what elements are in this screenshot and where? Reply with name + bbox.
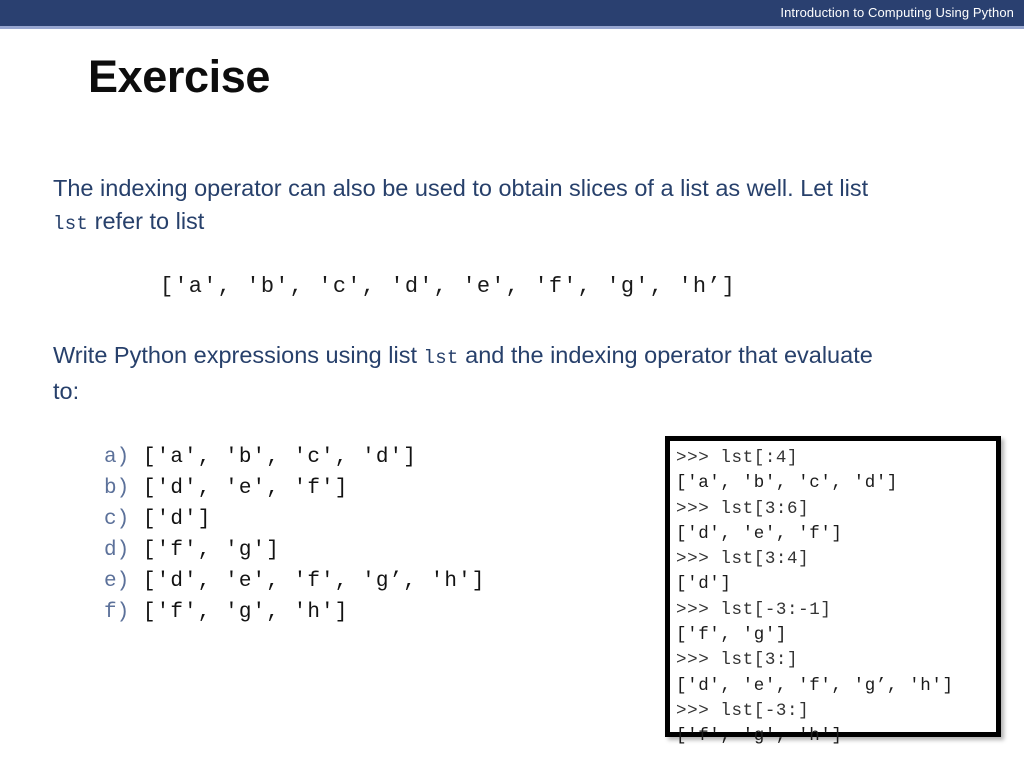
list-item-code: ['f', 'g', 'h'] <box>129 601 349 624</box>
list-item-code: ['a', 'b', 'c', 'd'] <box>129 446 417 469</box>
list-item-marker: f) <box>104 601 130 624</box>
intro-paragraph-text-2: refer to list <box>88 208 205 234</box>
list-literal-code: ['a', 'b', 'c', 'd', 'e', 'f', 'g', 'h’] <box>160 274 737 299</box>
console-input-line: >>> lst[3:] <box>676 650 799 671</box>
task-paragraph-text-1: Write Python expressions using list <box>53 342 424 368</box>
list-item: f) ['f', 'g', 'h'] <box>104 597 485 628</box>
python-console-box: >>> lst[:4] ['a', 'b', 'c', 'd'] >>> lst[3… <box>665 436 1001 746</box>
intro-paragraph-text-1: The indexing operator can also be used t… <box>53 175 869 201</box>
console-result-line: ['a', 'b', 'c', 'd'] <box>676 473 899 494</box>
list-item: c) ['d'] <box>104 504 485 535</box>
page-title: Exercise <box>88 51 270 102</box>
console-result-line: ['d', 'e', 'f'] <box>676 523 843 544</box>
console-result-line: ['f', 'g', 'h'] <box>676 726 843 747</box>
list-item: b) ['d', 'e', 'f'] <box>104 473 485 504</box>
console-result-line: ['d'] <box>676 574 732 595</box>
list-item-code: ['d', 'e', 'f'] <box>129 477 349 500</box>
list-item: e) ['d', 'e', 'f', 'g’, 'h'] <box>104 566 485 597</box>
console-input-line: >>> lst[3:4] <box>676 549 810 570</box>
answer-list: a) ['a', 'b', 'c', 'd']b) ['d', 'e', 'f'… <box>104 442 485 628</box>
list-item-code: ['d'] <box>129 508 212 531</box>
task-paragraph-text-2: and the indexing operator that evaluate … <box>53 342 873 404</box>
console-result-line: ['d', 'e', 'f', 'g’, 'h'] <box>676 675 954 696</box>
console-result-line: ['f', 'g'] <box>676 625 788 646</box>
list-item-code: ['d', 'e', 'f', 'g’, 'h'] <box>129 570 486 593</box>
console-input-line: >>> lst[:4] <box>676 448 799 468</box>
inline-code-lst-1: lst <box>53 213 89 235</box>
header-underline-divider <box>0 26 1024 29</box>
inline-code-lst-2: lst <box>423 347 459 369</box>
list-item-code: ['f', 'g'] <box>129 539 280 562</box>
list-item-marker: e) <box>104 570 130 593</box>
intro-paragraph: The indexing operator can also be used t… <box>53 172 883 241</box>
header-bar: Introduction to Computing Using Python <box>0 0 1024 26</box>
console-input-line: >>> lst[3:6] <box>676 498 810 519</box>
list-item: d) ['f', 'g'] <box>104 535 485 566</box>
list-item: a) ['a', 'b', 'c', 'd'] <box>104 442 485 473</box>
console-input-line: >>> lst[-3:-1] <box>676 599 832 620</box>
task-paragraph: Write Python expressions using list lst … <box>53 339 883 408</box>
console-output: >>> lst[:4] ['a', 'b', 'c', 'd'] >>> lst[3… <box>676 446 954 750</box>
list-item-marker: d) <box>104 539 130 562</box>
list-item-marker: c) <box>104 508 130 531</box>
list-item-marker: a) <box>104 446 130 469</box>
console-input-line: >>> lst[-3:] <box>676 700 810 721</box>
header-title: Introduction to Computing Using Python <box>780 5 1014 20</box>
list-item-marker: b) <box>104 477 130 500</box>
